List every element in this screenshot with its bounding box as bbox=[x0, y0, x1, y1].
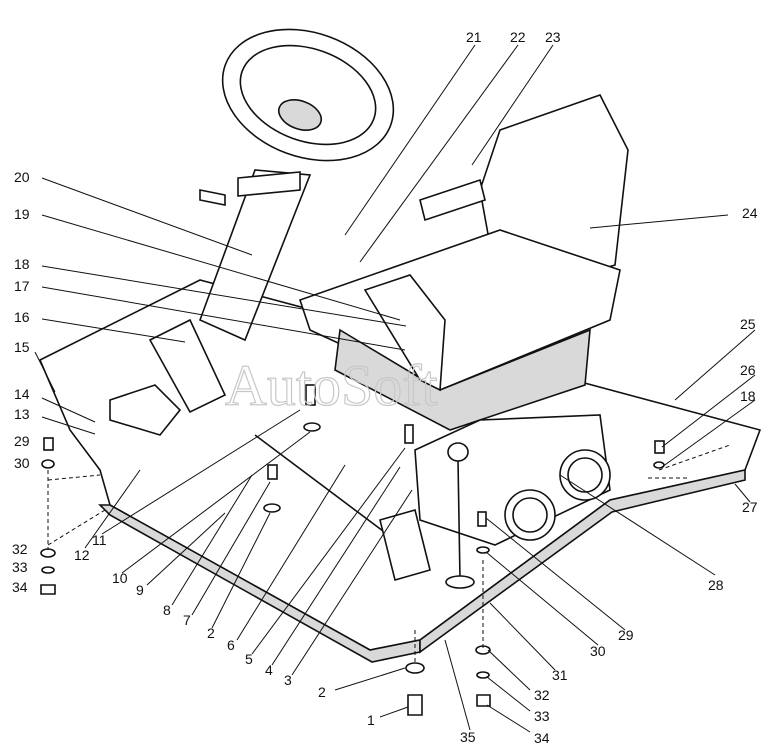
leader-lines bbox=[34, 44, 756, 733]
callout-label: 6 bbox=[227, 637, 235, 653]
watermark: AutoSoft bbox=[225, 353, 438, 418]
callout-label: 33 bbox=[12, 559, 28, 575]
callout-label: 1 bbox=[367, 712, 375, 728]
callout-label: 25 bbox=[740, 316, 756, 332]
callout-label: 24 bbox=[742, 205, 758, 221]
steering-assembly bbox=[198, 28, 395, 342]
callout-label: 32 bbox=[534, 687, 550, 703]
callout-label: 32 bbox=[12, 541, 28, 557]
linkage-rod bbox=[254, 434, 431, 581]
callout-label: 28 bbox=[708, 577, 724, 593]
assembly-lines bbox=[47, 444, 731, 665]
callout-label: 7 bbox=[183, 612, 191, 628]
callout-label: 14 bbox=[14, 386, 30, 402]
callout-label: 22 bbox=[510, 29, 526, 45]
callout-label: 18 bbox=[14, 256, 30, 272]
callout-label: 8 bbox=[163, 602, 171, 618]
callout-label: 2 bbox=[207, 625, 215, 641]
callout-label: 10 bbox=[112, 570, 128, 586]
callout-label: 29 bbox=[618, 627, 634, 643]
callout-label: 11 bbox=[92, 532, 107, 548]
callout-label: 33 bbox=[534, 708, 550, 724]
pedal-assembly bbox=[109, 318, 227, 436]
callout-label: 19 bbox=[14, 206, 30, 222]
callout-label: 3 bbox=[284, 672, 292, 688]
callout-label: 20 bbox=[14, 169, 30, 185]
callout-label: 2 bbox=[318, 684, 326, 700]
callout-label: 18 bbox=[740, 388, 756, 404]
callout-label: 4 bbox=[265, 662, 273, 678]
callout-label: 12 bbox=[74, 547, 90, 563]
callout-labels: 21 22 23 24 20 19 18 17 16 15 25 26 18 1… bbox=[12, 29, 758, 746]
callout-label: 30 bbox=[14, 455, 30, 471]
callout-label: 27 bbox=[742, 499, 758, 515]
callout-label: 15 bbox=[14, 339, 30, 355]
callout-label: 26 bbox=[740, 362, 756, 378]
callout-label: 21 bbox=[466, 29, 482, 45]
callout-label: 16 bbox=[14, 309, 30, 325]
callout-label: 35 bbox=[460, 729, 476, 745]
seat-assembly bbox=[298, 94, 629, 431]
callout-label: 13 bbox=[14, 406, 30, 422]
callout-label: 29 bbox=[14, 433, 30, 449]
callout-label: 5 bbox=[245, 651, 253, 667]
callout-label: 31 bbox=[552, 667, 568, 683]
gear-lever bbox=[445, 442, 475, 589]
callout-label: 34 bbox=[12, 579, 28, 595]
callout-label: 34 bbox=[534, 730, 550, 746]
callout-label: 30 bbox=[590, 643, 606, 659]
callout-label: 23 bbox=[545, 29, 561, 45]
callout-label: 17 bbox=[14, 278, 30, 294]
callout-label: 9 bbox=[136, 582, 144, 598]
hardware-parts bbox=[40, 384, 665, 716]
